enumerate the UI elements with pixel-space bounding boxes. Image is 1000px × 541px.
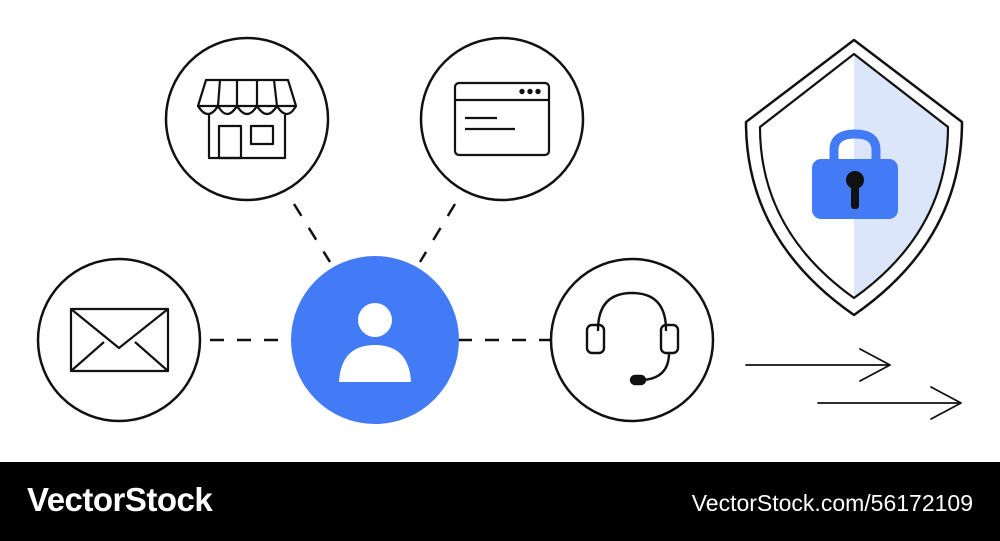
browser-node [419,36,585,202]
image-id: VectorStock.com/56172109 [691,490,973,516]
store-icon [196,78,298,160]
illustration [36,36,964,424]
headset-node [549,257,715,423]
store-node [164,36,330,202]
mail-icon [69,307,170,373]
shield-group [744,38,964,317]
headset-icon [585,291,680,386]
mail-node [36,257,202,423]
watermark-footer: VectorStock VectorStock.com/56172109 [0,462,1000,541]
browser-window-icon [453,81,551,157]
connector-lines [210,203,550,342]
connector-browser [418,203,457,263]
arrow-icon [745,348,962,420]
padlock-icon [812,129,898,219]
user-node [291,256,459,424]
connector-store [292,203,332,263]
brand-logo: VectorStock [27,481,213,518]
user-icon [339,303,411,382]
